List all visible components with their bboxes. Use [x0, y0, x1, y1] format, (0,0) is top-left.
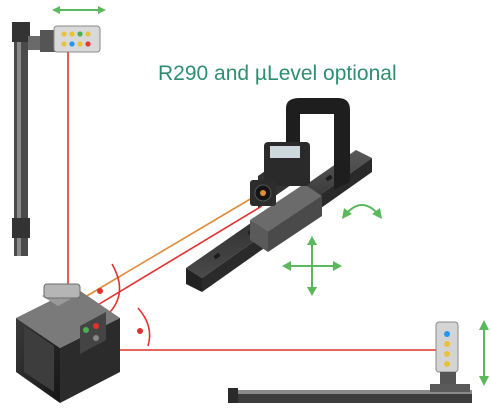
laser-beams [67, 52, 450, 351]
laser-emitter-unit [16, 283, 120, 403]
bottom-horizontal-rail [228, 384, 472, 403]
angle-arc-icon [97, 263, 151, 347]
four-way-move-arrow-icon [282, 236, 342, 296]
bottom-right-detector [435, 321, 459, 386]
curved-rotation-arrow-icon [342, 204, 382, 219]
left-vertical-rail [12, 22, 52, 256]
caption-text: R290 and µLevel optional [158, 62, 397, 85]
vertical-double-arrow-icon [479, 320, 489, 386]
carriage-with-instrument [250, 98, 350, 252]
horizontal-double-arrow-icon [52, 6, 106, 14]
top-detector [40, 25, 101, 53]
